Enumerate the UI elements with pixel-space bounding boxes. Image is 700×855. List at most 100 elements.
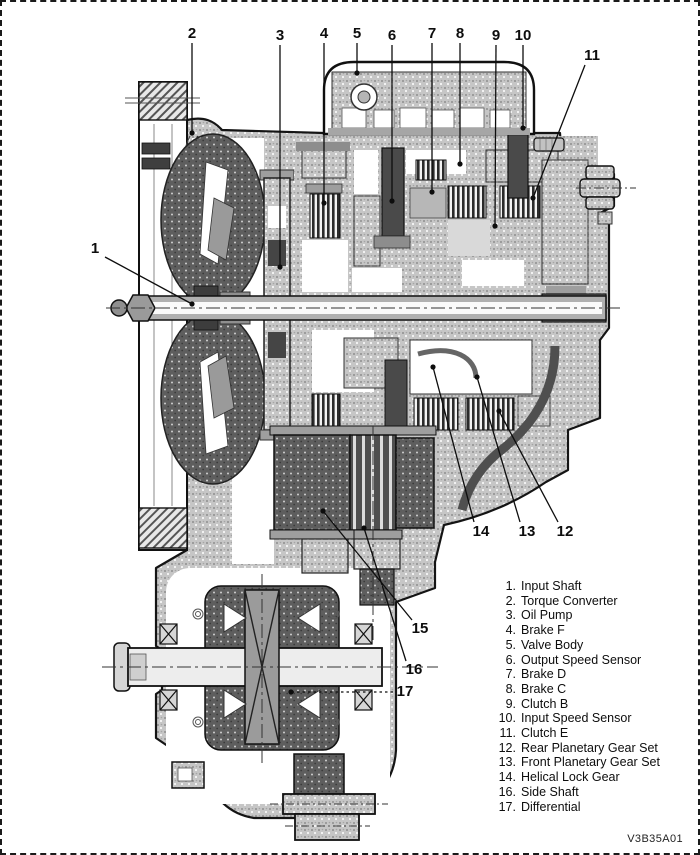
- legend-item-number: 9.: [505, 696, 516, 711]
- leader-dot-4: [321, 200, 327, 206]
- bevel-gear: [223, 603, 247, 633]
- figure-code: V3B35A01: [627, 833, 683, 845]
- legend-item-5: 5.Valve Body: [490, 638, 660, 653]
- bearing-springs: [192, 608, 340, 728]
- legend-item-label: Input Shaft: [521, 579, 582, 593]
- case-bolt: [533, 137, 565, 152]
- legend-item-number: 13.: [498, 755, 516, 770]
- callout-number-11: 11: [584, 47, 600, 64]
- valve-body-cover: [322, 60, 536, 136]
- legend-item-label: Side Shaft: [521, 784, 579, 799]
- clutch-e-pack: [499, 185, 541, 219]
- brake-c-pack: [415, 159, 447, 181]
- leader-dot-17: [288, 689, 294, 695]
- callout-number-14: 14: [473, 523, 490, 540]
- callout-number-9: 9: [492, 27, 500, 44]
- case-rib: [457, 345, 560, 512]
- legend-item-label: Helical Lock Gear: [521, 770, 620, 785]
- legend-item-14: 14. Helical Lock Gear: [490, 770, 660, 785]
- legend-item-label: Front Planetary Gear Set: [521, 755, 660, 770]
- legend-item-label: Brake F: [521, 623, 565, 638]
- legend-item-13: 13. Front Planetary Gear Set: [490, 755, 660, 770]
- bevel-gear: [297, 603, 321, 633]
- leader-dot-9: [492, 223, 498, 229]
- legend-item-number: 12.: [498, 740, 516, 755]
- leader-dot-12: [496, 408, 502, 414]
- leader-line-16: [363, 527, 407, 662]
- bearings: [159, 623, 373, 711]
- legend-item-number: 11.: [499, 726, 516, 741]
- leader-dot-5: [354, 70, 360, 76]
- drain-plug: [533, 137, 636, 225]
- output-speed-sensor: [381, 147, 405, 237]
- callout-number-8: 8: [456, 25, 464, 42]
- legend-item-label: Differential: [521, 799, 581, 814]
- leader-dot-1: [189, 301, 195, 307]
- legend-item-number: 1.: [505, 579, 516, 593]
- legend-item-number: 5.: [505, 637, 516, 652]
- legend-item-label: Clutch E: [521, 726, 569, 741]
- callout-number-1: 1: [91, 240, 99, 257]
- legend-item-8: 8. Brake C: [490, 682, 660, 697]
- legend-item-number: 7.: [505, 667, 516, 682]
- leader-line-11: [532, 64, 586, 199]
- leader-line-9: [494, 44, 497, 227]
- legend-item-4: 4. Brake F: [490, 623, 660, 638]
- leader-dot-6: [389, 198, 395, 204]
- legend-item-number: 14.: [498, 770, 516, 785]
- legend-item-2: 2.Torque Converter: [490, 594, 660, 609]
- legend-item-label: Rear Planetary Gear Set: [521, 740, 658, 755]
- lower-gear-train: [298, 320, 566, 512]
- leader-dot-7: [429, 189, 435, 195]
- callout-number-5: 5: [353, 25, 361, 42]
- legend-item-10: 10. Input Speed Sensor: [490, 711, 660, 726]
- differential-assembly: [102, 426, 438, 841]
- legend-item-number: 8.: [505, 681, 516, 696]
- flange-bolt: [141, 157, 171, 170]
- legend-item-11: 11. Clutch E: [490, 726, 660, 741]
- legend-item-number: 2.: [505, 593, 516, 608]
- upper-clutch-assembly: [294, 133, 598, 300]
- legend-item-number: 10.: [498, 711, 516, 726]
- leader-dot-3: [277, 264, 283, 270]
- callout-number-15: 15: [412, 620, 429, 637]
- callout-number-3: 3: [276, 27, 284, 44]
- front-planetary-gear-set: [413, 397, 459, 431]
- legend-item-label: Brake C: [521, 681, 567, 696]
- leader-dot-10: [520, 125, 526, 131]
- legend-item-7: 7. Brake D: [490, 667, 660, 682]
- legend-item-number: 4.: [505, 623, 516, 638]
- bevel-gear: [223, 689, 247, 719]
- legend-item-9: 9.Clutch B: [490, 697, 660, 712]
- leader-line-12: [498, 410, 559, 523]
- leader-dot-15: [320, 508, 326, 514]
- legend-item-label: Brake D: [521, 667, 567, 682]
- callout-number-4: 4: [320, 25, 329, 42]
- legend-item-number: 16.: [498, 784, 516, 799]
- leader-line-13: [476, 376, 521, 523]
- legend-item-label: Oil Pump: [521, 608, 573, 623]
- clutch-b-pack: [447, 185, 487, 219]
- leader-dot-14: [430, 364, 436, 370]
- legend-item-1: 1. Input Shaft: [490, 579, 660, 594]
- leader-dot-11: [530, 195, 536, 201]
- callout-number-10: 10: [515, 27, 532, 44]
- callout-number-17: 17: [397, 683, 414, 700]
- input-speed-sensor: [507, 133, 529, 199]
- callout-number-16: 16: [406, 661, 423, 678]
- callout-number-6: 6: [388, 27, 396, 44]
- callout-number-7: 7: [428, 25, 436, 42]
- legend-item-label: Input Speed Sensor: [521, 711, 632, 726]
- input-shaft: [106, 293, 622, 323]
- legend-item-number: 6.: [505, 652, 516, 667]
- callout-number-12: 12: [557, 523, 574, 540]
- legend-item-17: 17.Differential: [490, 800, 660, 815]
- legend-item-6: 6.Output Speed Sensor: [490, 653, 660, 668]
- callout-number-2: 2: [188, 25, 196, 42]
- leader-line-1: [104, 256, 193, 305]
